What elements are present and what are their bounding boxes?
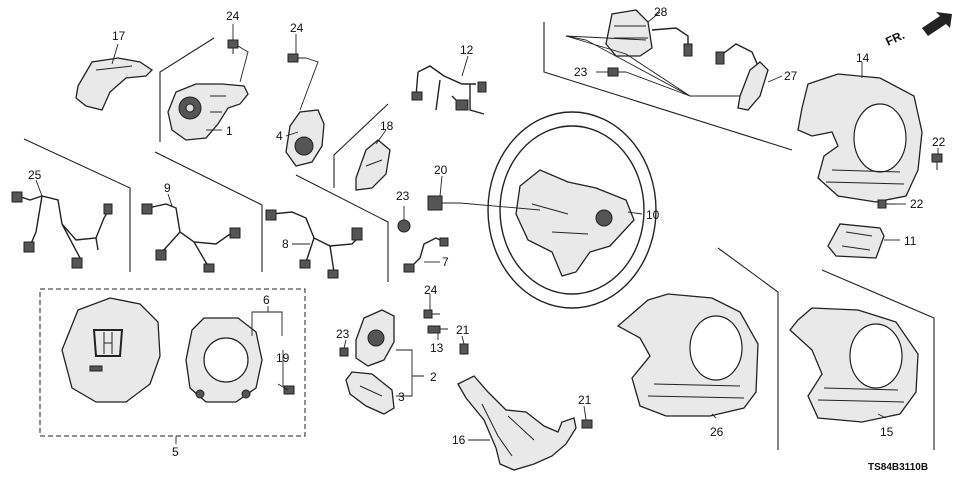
label-5: 5 [172,445,179,459]
label-22-lower: 22 [910,197,924,211]
part-3-switch-panel [345,371,395,415]
part-25-harness [11,191,113,269]
part-12-harness [411,65,487,115]
part-23-screw-upper [607,67,626,77]
part-19-bolt [277,383,295,395]
part-13-screw [427,325,448,334]
label-7: 7 [442,255,449,269]
part-16-lower-garnish [457,375,577,471]
label-15: 15 [880,425,894,439]
label-17: 17 [112,29,126,43]
label-25: 25 [28,168,42,182]
separator-lines [23,22,935,450]
label-28: 28 [654,5,668,19]
part-20-bolt [427,195,460,211]
label-6: 6 [263,293,270,307]
part-27-paddle [715,43,769,111]
front-direction-arrow: FR. [883,12,952,49]
part-24-screw-lower [423,309,440,319]
label-10: 10 [646,208,660,222]
label-16: 16 [452,433,466,447]
part-10-steering-wheel [487,111,657,309]
airbag-module [61,297,161,403]
part-8-harness [265,209,363,279]
part-4-bracket [285,109,325,167]
label-22-upper: 22 [932,135,946,149]
part-22-screws [877,153,943,209]
honda-logo [92,329,124,357]
leader-lines [35,11,939,444]
label-13: 13 [430,341,444,355]
part-24-screws-top [227,39,306,63]
label-23-lower: 23 [336,327,350,341]
part-6-cable-reel [185,317,263,403]
reference-code: TS84B3110B [868,462,928,473]
part-1-steering-switch [167,83,249,141]
label-26: 26 [710,425,724,439]
part-labels: 17 24 24 1 4 18 12 28 23 27 14 22 22 11 … [28,5,946,473]
part-26-rear-cover [616,293,759,417]
part-23-nut-middle [397,219,411,233]
label-4: 4 [276,129,283,143]
label-12: 12 [460,43,474,57]
label-23-middle: 23 [396,189,410,203]
front-direction-label: FR. [883,28,906,49]
label-14: 14 [856,51,870,65]
label-27: 27 [784,69,798,83]
part-7-harness [403,237,449,273]
airbag-group-box [39,288,306,437]
label-23-upper: 23 [574,65,588,79]
part-21-screw-upper [459,343,469,355]
part-2-switch-panel [355,309,395,367]
part-17-switch-cover [75,57,154,111]
label-19: 19 [276,351,290,365]
part-23-screw-lower [339,347,349,357]
part-18-cover [355,139,391,191]
part-15-rear-cover [789,307,919,423]
part-11-bracket-plate [827,223,885,259]
label-8: 8 [282,237,289,251]
label-18: 18 [380,119,394,133]
part-28-switch-assy [605,9,693,57]
label-3: 3 [398,390,405,404]
label-24-top-left: 24 [226,9,240,23]
label-20: 20 [434,163,448,177]
label-24-top-right: 24 [290,21,304,35]
part-21-screw-lower [581,419,593,429]
part-9-harness [141,203,241,273]
label-24-lower: 24 [424,283,438,297]
label-21-lower: 21 [578,393,592,407]
label-1: 1 [226,124,233,138]
label-2: 2 [430,370,437,384]
label-11: 11 [904,234,917,248]
part-14-lower-cover [797,73,923,203]
label-21-upper: 21 [456,323,470,337]
label-9: 9 [164,181,171,195]
